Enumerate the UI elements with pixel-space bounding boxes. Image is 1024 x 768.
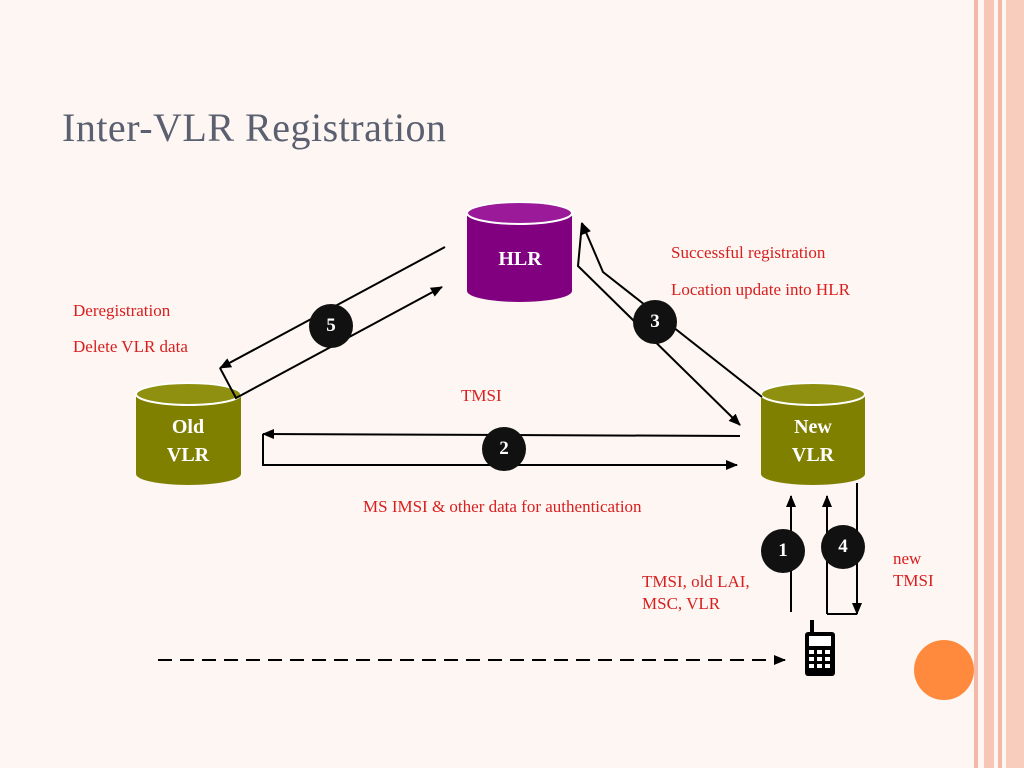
new-vlr-cylinder (760, 382, 866, 485)
accent-circle (914, 640, 974, 700)
tmsi-old-lai-label: TMSI, old LAI, MSC, VLR (642, 571, 750, 615)
old-vlr-label: Old VLR (138, 413, 238, 469)
location-update-label: Location update into HLR (671, 280, 850, 299)
decorative-stripes (974, 0, 1024, 768)
mobile-phone-icon (805, 620, 835, 676)
new-tmsi-label: new TMSI (893, 548, 934, 592)
ms-imsi-label: MS IMSI & other data for authentication (363, 497, 642, 516)
deregistration-label: Deregistration (73, 301, 171, 320)
step3-arrows (576, 222, 763, 426)
tmsi-old-lai-line2: MSC, VLR (642, 594, 721, 614)
successful-registration-label: Successful registration (671, 243, 826, 262)
hlr-label: HLR (498, 248, 542, 270)
old-vlr-label-line2: VLR (166, 444, 210, 466)
new-vlr-label-line2: VLR (791, 444, 835, 466)
new-tmsi-line1: new (893, 549, 922, 568)
tmsi-old-lai-line1: TMSI, old LAI, (642, 572, 750, 591)
step-badge-3: 3 (633, 300, 677, 344)
old-vlr-cylinder (135, 382, 242, 485)
old-vlr-label-line1: Old (171, 416, 205, 438)
step-badge-2: 2 (482, 427, 526, 471)
slide-title: Inter-VLR Registration (62, 105, 447, 150)
hlr-cylinder (466, 201, 573, 302)
delete-vlr-data-label: Delete VLR data (73, 337, 188, 356)
new-tmsi-line2: TMSI (893, 571, 934, 591)
step-badge-4: 4 (821, 525, 865, 569)
new-vlr-label-line1: New (794, 416, 832, 438)
step-badge-1: 1 (761, 529, 805, 573)
new-vlr-label: New VLR (763, 413, 863, 469)
step-badge-5: 5 (309, 304, 353, 348)
tmsi-label: TMSI (461, 386, 502, 405)
